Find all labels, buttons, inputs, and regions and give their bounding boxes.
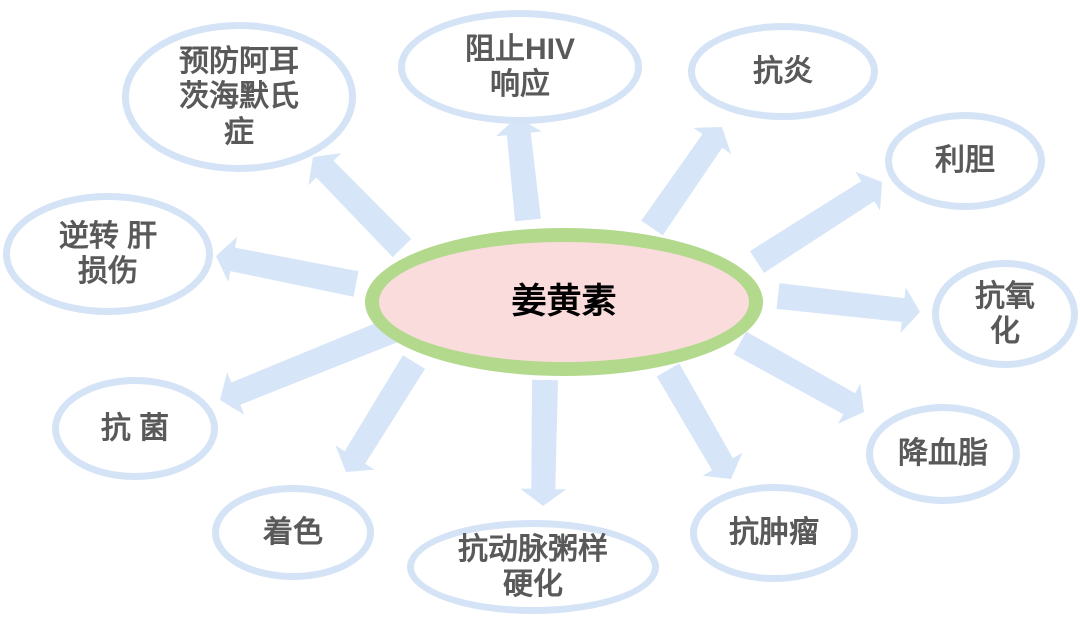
node-label: 抗肿瘤 (729, 516, 819, 550)
node-label: 利胆 (935, 144, 995, 178)
node-block-hiv-response: 阻止HIV 响应 (398, 10, 642, 124)
center-node-label: 姜黄素 (511, 282, 617, 322)
node-label: 阻止HIV 响应 (464, 32, 575, 101)
arrow-to-anti-inflammatory (641, 127, 732, 236)
arrow-to-anti-tumor (656, 363, 743, 479)
node-anti-inflammatory: 抗炎 (688, 23, 878, 120)
node-label: 抗炎 (753, 54, 813, 88)
arrow-to-block-hiv-response (495, 117, 542, 222)
node-choleretic: 利胆 (885, 112, 1045, 210)
node-label: 降血脂 (898, 437, 988, 471)
arrow-to-choleretic (750, 171, 882, 273)
arrow-to-antibacterial (220, 315, 403, 415)
node-reverse-liver-damage: 逆转 肝 损伤 (3, 193, 213, 315)
node-label: 抗 菌 (100, 411, 170, 445)
arrow-to-anti-atherosclerosis (520, 379, 567, 506)
node-label: 抗氧 化 (975, 279, 1035, 348)
node-anti-tumor: 抗肿瘤 (690, 484, 858, 582)
node-coloring: 着色 (212, 485, 374, 580)
node-label: 逆转 肝 损伤 (58, 219, 158, 288)
node-prevent-alzheimers: 预防阿耳 茨海默氏 症 (122, 22, 356, 172)
node-center-curcumin: 姜黄素 (365, 228, 763, 376)
node-anti-atherosclerosis: 抗动脉粥样 硬化 (407, 520, 659, 614)
node-label: 着色 (263, 515, 323, 549)
arrow-to-antioxidant (776, 283, 920, 333)
node-label: 预防阿耳 茨海默氏 症 (179, 44, 299, 149)
node-antioxidant: 抗氧 化 (932, 260, 1078, 368)
node-lipid-lowering: 降血脂 (866, 404, 1020, 504)
arrow-to-coloring (335, 355, 426, 472)
arrow-to-prevent-alzheimers (308, 153, 412, 258)
arrow-to-lipid-lowering (733, 331, 864, 424)
node-label: 抗动脉粥样 硬化 (458, 532, 608, 601)
node-antibacterial: 抗 菌 (52, 377, 218, 480)
arrow-to-reverse-liver-damage (216, 236, 359, 297)
